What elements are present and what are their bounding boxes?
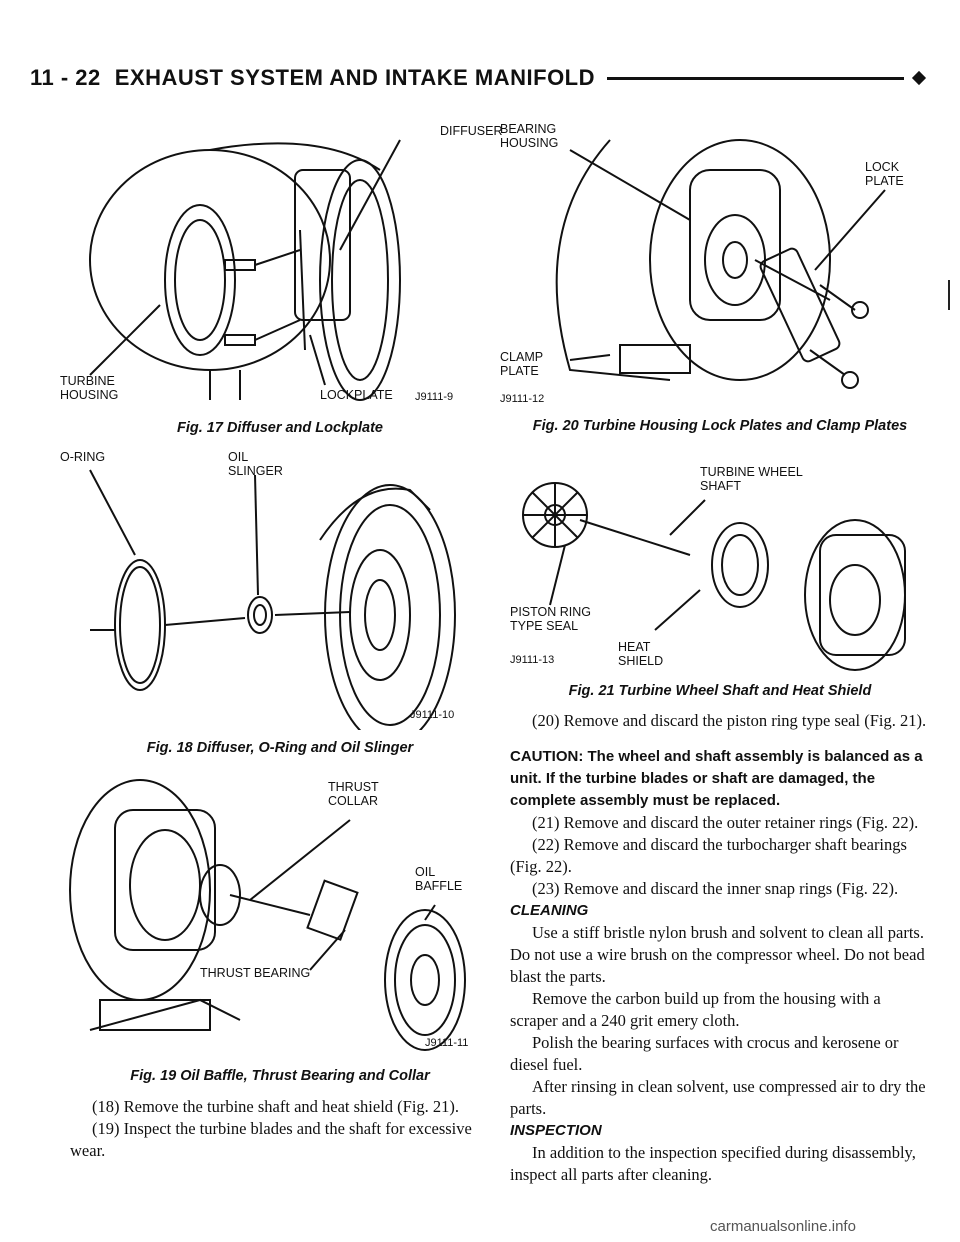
fig18-illustration — [89, 469, 456, 730]
cleaning-para-3: Polish the bearing surfaces with crocus … — [510, 1033, 899, 1074]
step-18: (18) Remove the turbine shaft and heat s… — [92, 1097, 460, 1116]
page-number: 11 - 22 — [30, 65, 101, 90]
cleaning-para-4: After rinsing in clean solvent, use comp… — [510, 1077, 926, 1118]
page-title: EXHAUST SYSTEM AND INTAKE MANIFOLD — [114, 65, 596, 90]
figure-17: DIFFUSER TURBINE HOUSING LOCKPLATE J9111… — [60, 110, 503, 410]
caption-fig20: Fig. 20 Turbine Housing Lock Plates and … — [532, 418, 908, 434]
fig17-illustration — [89, 139, 401, 401]
fig20-illustration — [555, 139, 886, 389]
inspection-heading: INSPECTION — [510, 1122, 602, 1139]
right-body-text: (20) Remove and discard the piston ring … — [510, 710, 928, 1186]
label-oil-slinger: OIL SLINGER — [228, 450, 283, 478]
watermark[interactable]: carmanualsonline.info — [710, 1218, 856, 1235]
cleaning-heading: CLEANING — [510, 902, 589, 919]
figure-21: TURBINE WHEEL SHAFT PISTON RING TYPE SEA… — [510, 465, 930, 675]
caption-fig21: Fig. 21 Turbine Wheel Shaft and Heat Shi… — [568, 683, 872, 699]
label-o-ring: O-RING — [60, 450, 106, 464]
fig19-illustration — [69, 779, 466, 1051]
label-bearing-housing: BEARING HOUSING — [500, 122, 559, 150]
figure-id: J9111-10 — [410, 709, 455, 721]
label-heat-shield: HEAT SHIELD — [618, 640, 664, 668]
cleaning-para-2: Remove the carbon build up from the hous… — [510, 989, 881, 1030]
cleaning-para-1: Use a stiff bristle nylon brush and solv… — [510, 923, 925, 986]
page-header: 11 - 22 EXHAUST SYSTEM AND INTAKE MANIFO… — [30, 58, 930, 98]
label-oil-baffle: OIL BAFFLE — [415, 865, 463, 893]
label-diffuser: DIFFUSER — [440, 124, 503, 138]
figure-id: J9111-9 — [415, 391, 454, 403]
caption-fig18: Fig. 18 Diffuser, O-Ring and Oil Slinger — [146, 740, 414, 756]
label-turbine-wheel-shaft: TURBINE WHEEL SHAFT — [700, 465, 803, 493]
label-piston-ring-seal: PISTON RING TYPE SEAL — [510, 605, 592, 633]
label-clamp-plate: CLAMP PLATE — [500, 350, 544, 378]
caption-fig19: Fig. 19 Oil Baffle, Thrust Bearing and C… — [130, 1068, 430, 1084]
diamond-icon — [911, 70, 927, 86]
step-21: (21) Remove and discard the outer retain… — [532, 813, 919, 832]
left-body-text: (18) Remove the turbine shaft and heat s… — [70, 1096, 480, 1162]
label-thrust-bearing: THRUST BEARING — [200, 966, 311, 980]
step-19: (19) Inspect the turbine blades and the … — [70, 1119, 472, 1160]
figure-id: J9111-12 — [500, 393, 545, 405]
margin-mark — [948, 280, 950, 310]
label-turbine-housing: TURBINE HOUSING — [60, 374, 119, 402]
figure-19: THRUST COLLAR OIL BAFFLE THRUST BEARING … — [60, 770, 490, 1060]
inspection-para-1: In addition to the inspection specified … — [510, 1143, 916, 1184]
step-20: (20) Remove and discard the piston ring … — [532, 711, 927, 730]
figure-id: J9111-13 — [510, 654, 555, 666]
header-rule — [607, 76, 904, 80]
label-lockplate: LOCKPLATE — [320, 388, 393, 402]
caution-note: CAUTION: The wheel and shaft assembly is… — [510, 748, 923, 809]
step-22: (22) Remove and discard the turbocharger… — [510, 835, 907, 876]
label-lock-plate: LOCK PLATE — [865, 160, 904, 188]
label-thrust-collar: THRUST COLLAR — [328, 780, 379, 808]
step-23: (23) Remove and discard the inner snap r… — [532, 879, 899, 898]
figure-20: BEARING HOUSING LOCK PLATE CLAMP PLATE J… — [500, 110, 930, 410]
caption-fig17: Fig. 17 Diffuser and Lockplate — [176, 420, 383, 436]
fig21-illustration — [522, 482, 906, 671]
figure-18: O-RING OIL SLINGER J9111-10 — [60, 440, 490, 730]
figure-id: J9111-11 — [425, 1037, 469, 1049]
